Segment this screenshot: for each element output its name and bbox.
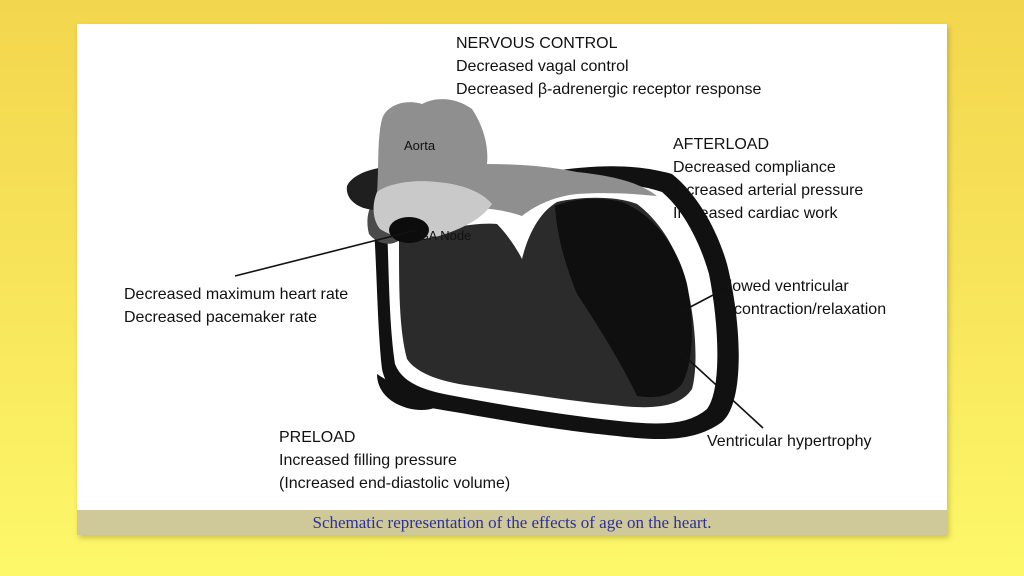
contraction-leader-line <box>676 293 716 315</box>
ventricular-contraction-line-2: contraction/relaxation <box>734 301 887 318</box>
ventricle-septum <box>555 198 692 398</box>
preload-label: PRELOAD Increased filling pressure (Incr… <box>279 426 510 495</box>
afterload-label: AFTERLOAD Decreased compliance Increased… <box>673 133 863 225</box>
sa-node-label: SA Node <box>420 228 471 243</box>
sa-node-leader-line <box>234 229 418 277</box>
caption-text: Schematic representation of the effects … <box>312 513 712 532</box>
nervous-control-line-2: Decreased β-adrenergic receptor response <box>456 81 762 98</box>
lower-wall <box>377 374 442 410</box>
hypertrophy-label: Ventricular hypertrophy <box>707 433 872 450</box>
afterload-line-1: Decreased compliance <box>673 159 836 176</box>
ventricular-contraction-line-1: Slowed ventricular <box>718 278 849 295</box>
caption-bar: Schematic representation of the effects … <box>77 510 947 535</box>
sa-node-effect-line-2: Decreased pacemaker rate <box>124 309 317 326</box>
nervous-control-label: NERVOUS CONTROL Decreased vagal control … <box>456 32 761 101</box>
aorta-label: Aorta <box>404 138 436 153</box>
afterload-heading: AFTERLOAD <box>673 136 770 153</box>
heart-diagram: Aorta SA Node <box>234 99 764 440</box>
nervous-control-heading: NERVOUS CONTROL <box>456 35 618 52</box>
sa-node <box>389 217 429 243</box>
preload-line-1: Increased filling pressure <box>279 452 457 469</box>
nervous-control-line-1: Decreased vagal control <box>456 58 629 75</box>
hypertrophy-leader-line <box>676 348 764 429</box>
sa-node-effects-label: Decreased maximum heart rate Decreased p… <box>124 283 348 329</box>
slide-card: Aorta SA Node NERVOUS CONTROL Decreased … <box>77 24 947 535</box>
afterload-line-2: Increased arterial pressure <box>673 182 864 199</box>
sa-node-effect-line-1: Decreased maximum heart rate <box>124 286 349 303</box>
ventricular-contraction-label: Slowed ventricular contraction/relaxatio… <box>718 275 886 321</box>
afterload-line-3: Increased cardiac work <box>673 205 838 222</box>
preload-heading: PRELOAD <box>279 429 356 446</box>
preload-line-2: (Increased end-diastolic volume) <box>279 475 511 492</box>
